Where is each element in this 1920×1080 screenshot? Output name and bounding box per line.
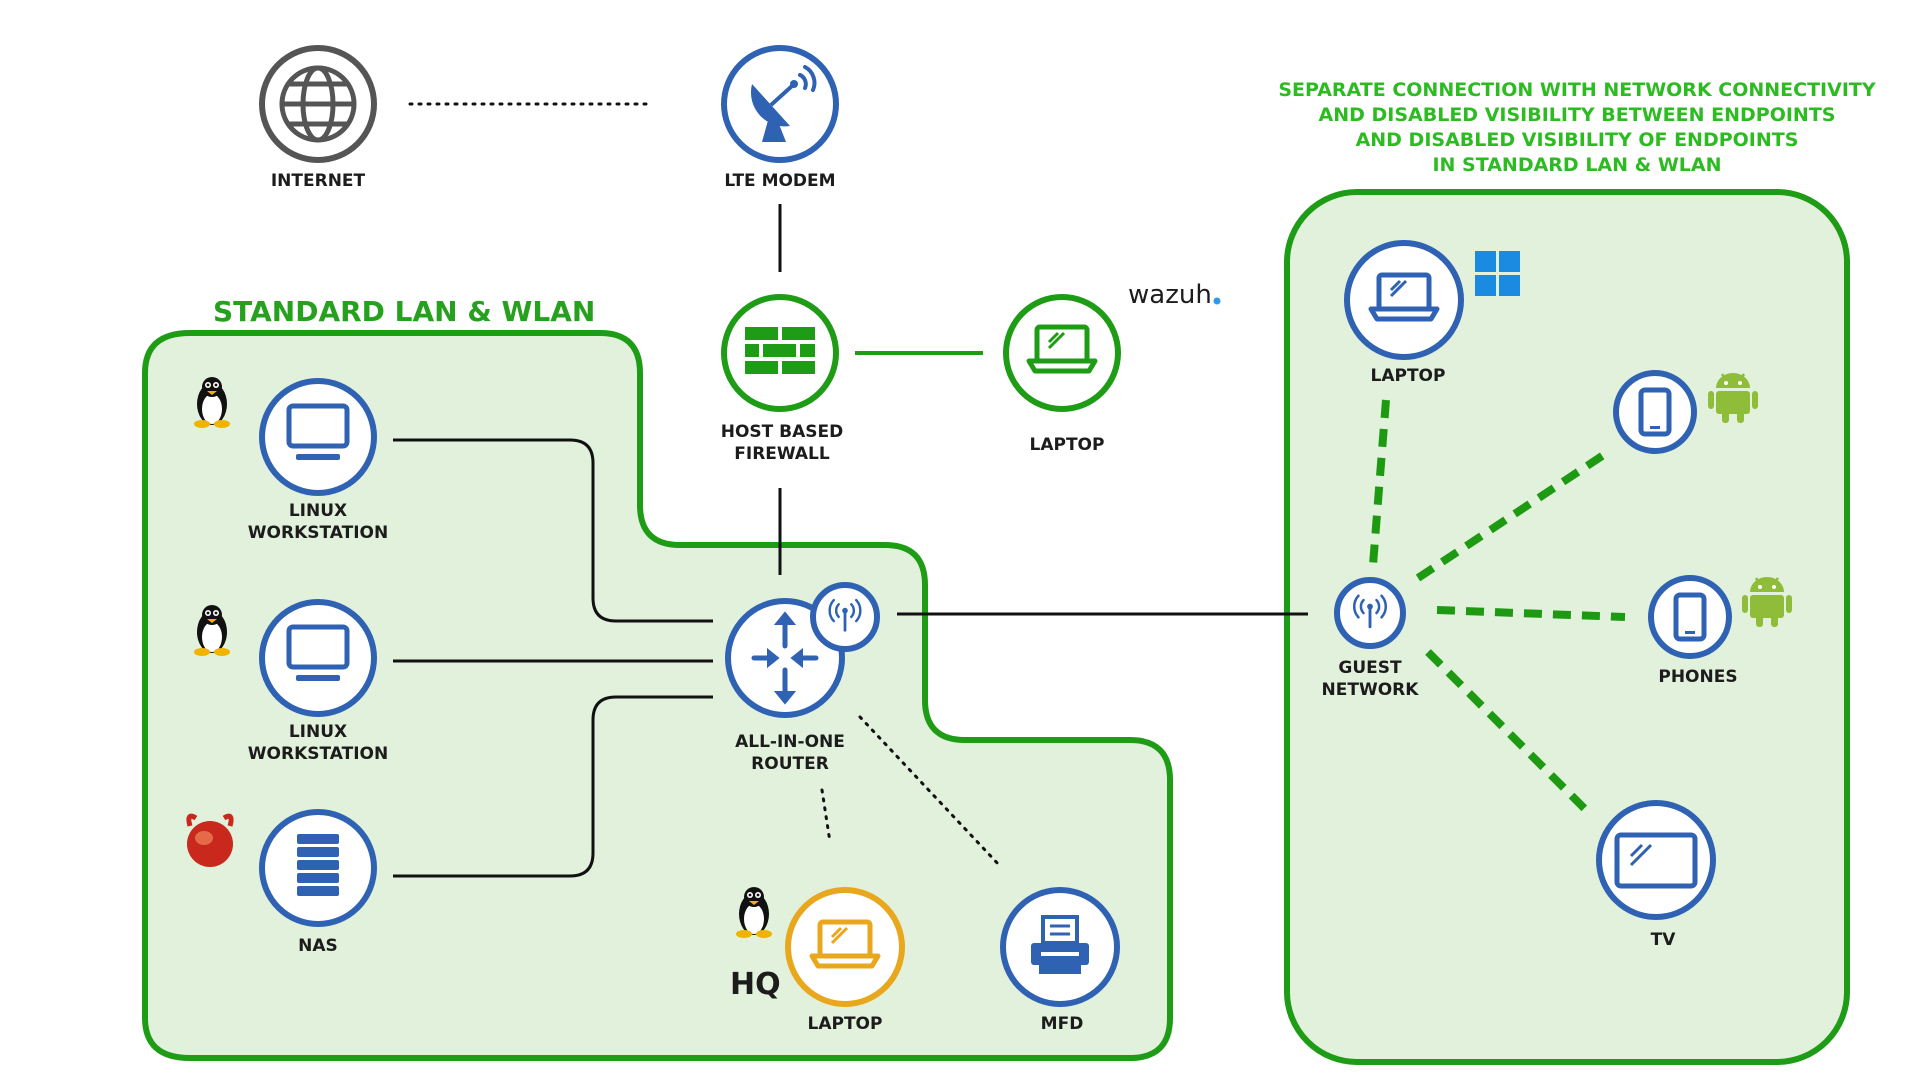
guest-note-line-2: AND DISABLED VISIBILITY BETWEEN ENDPOINT… (1319, 104, 1836, 126)
firewall-label-line-1: HOST BASED (721, 422, 844, 442)
tv-node[interactable]: TV (1596, 800, 1716, 950)
ws1-router-link (393, 438, 713, 623)
hq-laptop-label: LAPTOP (808, 1014, 883, 1034)
nas-label: NAS (298, 936, 338, 956)
guest-network-label-line-1: GUEST (1338, 658, 1402, 678)
linux-workstation-2-node[interactable]: LINUX WORKSTATION (194, 599, 388, 764)
router-arrows-icon (751, 611, 819, 705)
freebsd-daemon-icon (186, 813, 234, 867)
router-hq-laptop-link (820, 788, 832, 844)
guest-note-line-4: IN STANDARD LAN & WLAN (1432, 154, 1721, 176)
firewall-node[interactable]: HOST BASED FIREWALL (721, 294, 844, 464)
firewall-label-line-2: FIREWALL (734, 444, 830, 464)
tv-icon (1614, 832, 1698, 889)
wazuh-logo-text: wazuh (1128, 280, 1212, 310)
nas-router-link (393, 695, 713, 878)
tablet-node[interactable] (1613, 370, 1760, 454)
guest-laptop-node[interactable]: LAPTOP (1344, 240, 1520, 386)
router-label-line-2: ROUTER (751, 754, 829, 774)
globe-icon (279, 65, 357, 143)
mfd-label: MFD (1041, 1014, 1084, 1034)
linux-ws-2-label-line-2: WORKSTATION (248, 744, 388, 764)
lte-modem-node[interactable]: LTE MODEM (721, 45, 839, 191)
lte-modem-label: LTE MODEM (724, 171, 835, 191)
guest-note-line-1: SEPARATE CONNECTION WITH NETWORK CONNECT… (1278, 79, 1875, 101)
brick-wall-icon (745, 327, 815, 374)
hq-label: HQ (730, 967, 781, 1002)
router-mfd-link (858, 715, 1002, 868)
wazuh-laptop-node[interactable]: LAPTOP (1003, 294, 1121, 455)
linux-ws-2-label-line-1: LINUX (289, 722, 347, 742)
guest-note-line-3: AND DISABLED VISIBILITY OF ENDPOINTS (1356, 129, 1799, 151)
guest-laptop-label: LAPTOP (1371, 366, 1446, 386)
server-stack-icon (297, 834, 339, 896)
guest-tv-link (1425, 649, 1591, 815)
internet-node[interactable]: INTERNET (259, 45, 377, 191)
guest-network-label-line-2: NETWORK (1322, 680, 1420, 700)
guest-network-node[interactable]: GUEST NETWORK (1322, 577, 1420, 700)
phones-node[interactable]: PHONES (1648, 575, 1794, 687)
wazuh-logo: wazuh (1128, 280, 1221, 310)
windows-logo-icon (1475, 251, 1520, 296)
guest-tablet-link (1415, 450, 1608, 582)
printer-icon (1031, 915, 1089, 974)
linux-ws-1-label-line-2: WORKSTATION (248, 523, 388, 543)
router-node[interactable]: ALL-IN-ONE ROUTER (725, 582, 880, 774)
wazuh-laptop-label: LAPTOP (1030, 435, 1105, 455)
router-label-line-1: ALL-IN-ONE (735, 732, 845, 752)
internet-label: INTERNET (271, 171, 366, 191)
guest-phone-link (1436, 606, 1626, 621)
mfd-node[interactable]: MFD (1000, 887, 1120, 1034)
tv-label: TV (1651, 930, 1677, 950)
linux-workstation-1-node[interactable]: LINUX WORKSTATION (194, 377, 388, 543)
hq-laptop-node[interactable]: HQ LAPTOP (730, 887, 905, 1034)
satellite-dish-icon (750, 65, 817, 142)
linux-ws-1-label-line-1: LINUX (289, 501, 347, 521)
phones-label: PHONES (1658, 667, 1737, 687)
nas-node[interactable]: NAS (186, 809, 377, 956)
standard-lan-title: STANDARD LAN & WLAN (213, 295, 595, 328)
